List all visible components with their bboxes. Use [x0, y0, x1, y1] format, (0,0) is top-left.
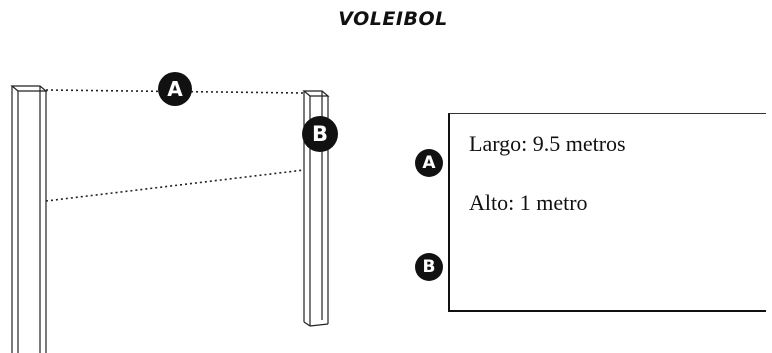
marker-a-label: A	[167, 77, 183, 101]
height-text: Alto: 1 metro	[469, 190, 588, 215]
marker-b: B	[302, 116, 338, 152]
net-bottom-line	[45, 169, 305, 202]
marker-a: A	[158, 72, 192, 106]
left-post	[10, 85, 48, 353]
length-text: Largo: 9.5 metros	[469, 131, 626, 156]
side-marker-a: A	[415, 149, 443, 177]
marker-b-label: B	[312, 122, 328, 146]
net-top-line	[45, 89, 305, 94]
side-marker-b: B	[415, 253, 443, 281]
diagram-title: VOLEIBOL	[338, 8, 448, 30]
measurements-box: Largo: 9.5 metros Alto: 1 metro	[448, 113, 766, 312]
